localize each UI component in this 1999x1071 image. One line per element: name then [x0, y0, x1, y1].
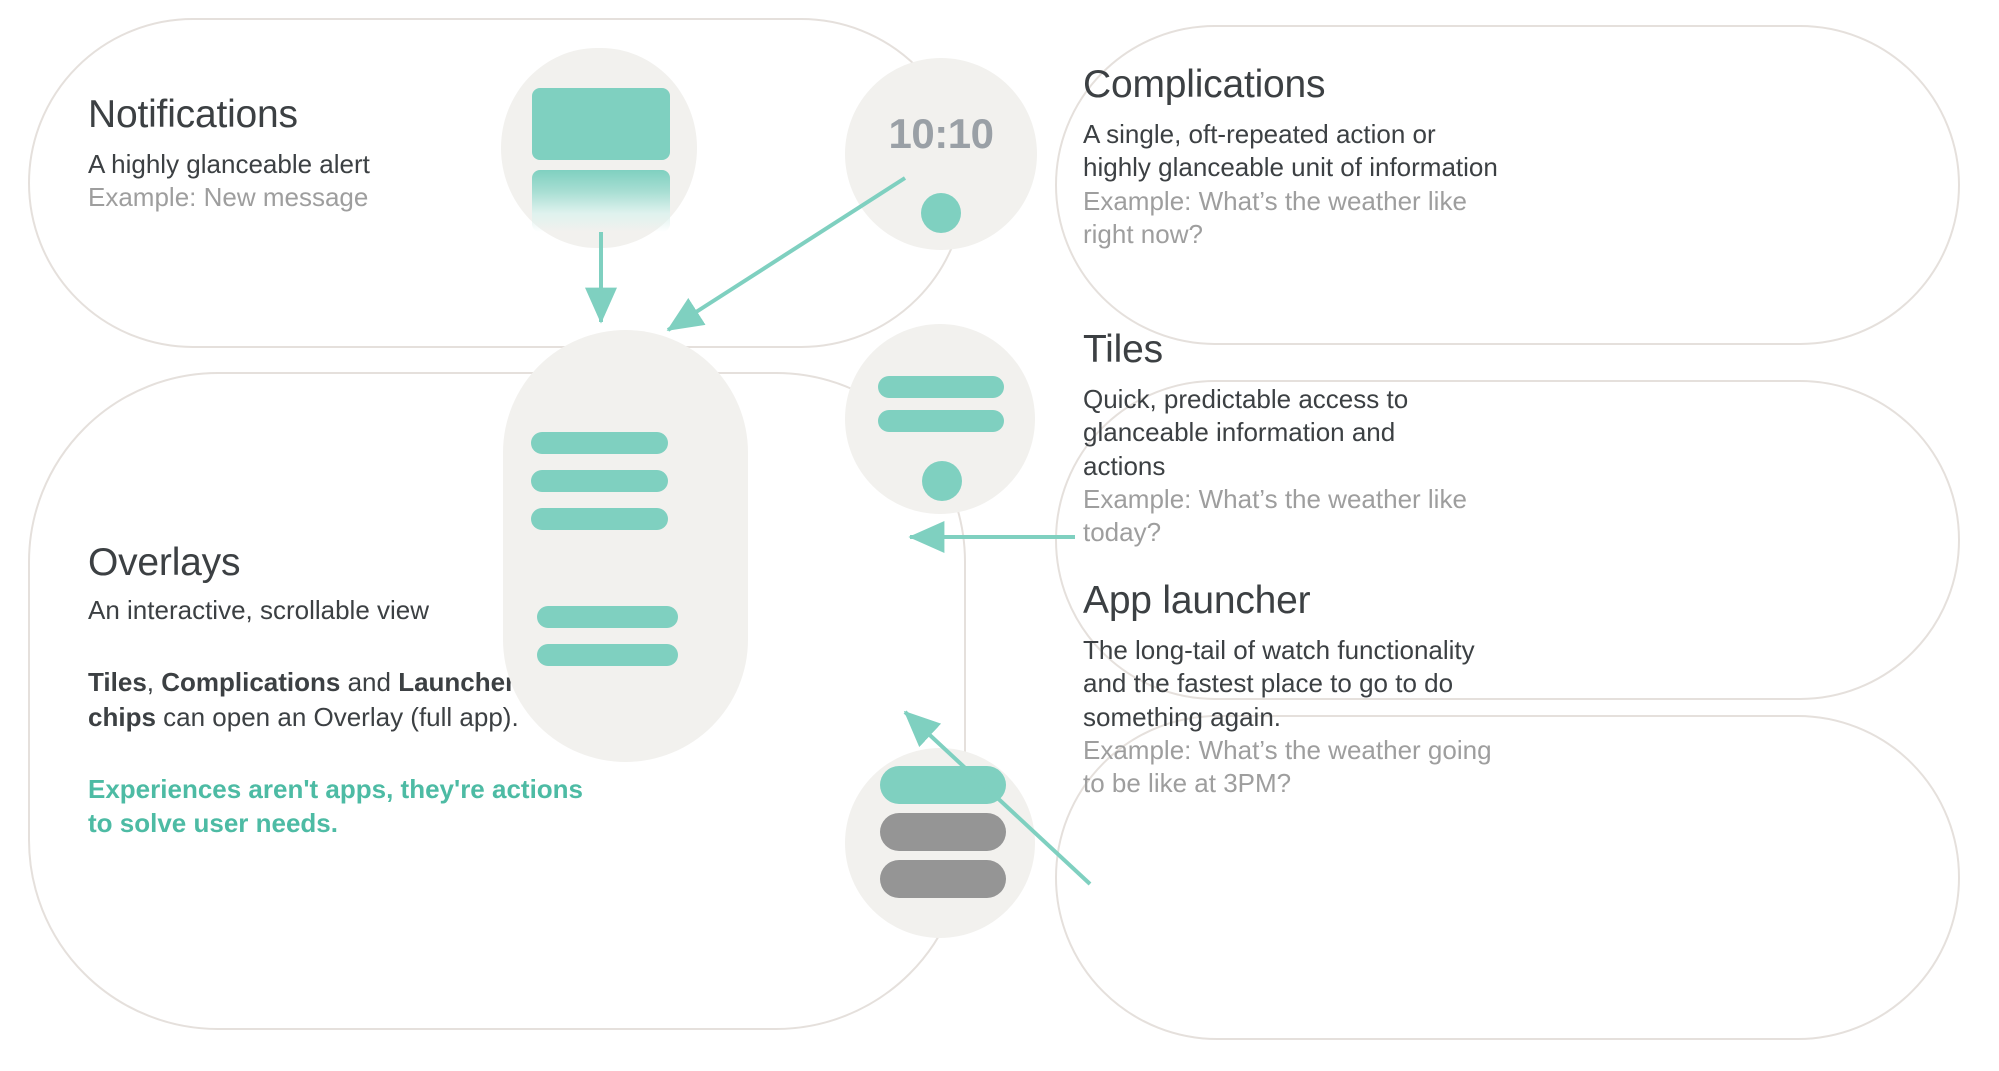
- notifications-text-block: Notifications A highly glanceable alert …: [88, 92, 508, 215]
- launcher-chip-2: [880, 813, 1006, 851]
- overlays-body: Tiles, Complications and Launcher chips …: [88, 665, 588, 734]
- launcher-chip-3: [880, 860, 1006, 898]
- complications-text-block: Complications A single, oft-repeated act…: [1083, 62, 1503, 251]
- launcher-text-block: App launcher The long-tail of watch func…: [1083, 578, 1513, 800]
- launcher-chip-1: [880, 766, 1006, 804]
- overlays-accent-statement: Experiences aren't apps, they're actions…: [88, 773, 584, 839]
- overlays-body-bold-launcher-chips: Launcher chips: [88, 667, 516, 732]
- card-launcher: [1055, 715, 1960, 1040]
- notification-card-secondary-icon: [532, 170, 670, 232]
- notifications-example: Example: New message: [88, 182, 369, 213]
- overlays-body-suffix: can open an Overlay (full app).: [155, 701, 519, 732]
- complications-example: Example: What’s the weather like right n…: [1083, 185, 1467, 249]
- launcher-example: Example: What’s the weather going to be …: [1083, 734, 1492, 799]
- overlays-body-sep-1: ,: [146, 667, 162, 698]
- launcher-description: The long-tail of watch functionality and…: [1083, 635, 1475, 732]
- overlays-body-bold-complications: Complications: [161, 667, 341, 698]
- notification-card-primary-icon: [532, 88, 670, 160]
- complications-description: A single, oft-repeated action or highly …: [1083, 119, 1498, 183]
- overlays-title: Overlays: [88, 541, 241, 584]
- overlays-body-bold-tiles: Tiles: [88, 667, 147, 698]
- card-complications: [1055, 25, 1960, 345]
- overlay-watch-blob: [503, 330, 748, 762]
- watch-time-label: 10:10: [888, 110, 994, 157]
- tiles-example: Example: What’s the weather like today?: [1083, 483, 1467, 548]
- complications-title: Complications: [1083, 63, 1326, 106]
- launcher-title: App launcher: [1083, 579, 1311, 622]
- overlay-row-5: [537, 644, 678, 666]
- overlays-text-block: Overlays An interactive, scrollable view…: [88, 540, 588, 841]
- tile-dot-icon: [922, 461, 962, 501]
- tile-row-2: [878, 410, 1004, 432]
- overlay-row-3: [531, 508, 668, 530]
- tiles-description: Quick, predictable access to glanceable …: [1083, 384, 1409, 481]
- card-tiles: [1055, 380, 1960, 700]
- notifications-title: Notifications: [88, 93, 298, 136]
- complication-dot-icon: [921, 193, 961, 233]
- overlays-body-sep-2: and: [340, 667, 399, 698]
- tiles-text-block: Tiles Quick, predictable access to glanc…: [1083, 327, 1483, 549]
- overlay-row-2: [531, 470, 668, 492]
- overlays-description: An interactive, scrollable view: [88, 595, 430, 626]
- tiles-title: Tiles: [1083, 328, 1163, 371]
- tile-row-1: [878, 376, 1004, 398]
- overlay-row-1: [531, 432, 668, 454]
- card-overlays: [28, 372, 966, 1030]
- notifications-description: A highly glanceable alert: [88, 149, 370, 180]
- overlay-row-4: [537, 606, 678, 628]
